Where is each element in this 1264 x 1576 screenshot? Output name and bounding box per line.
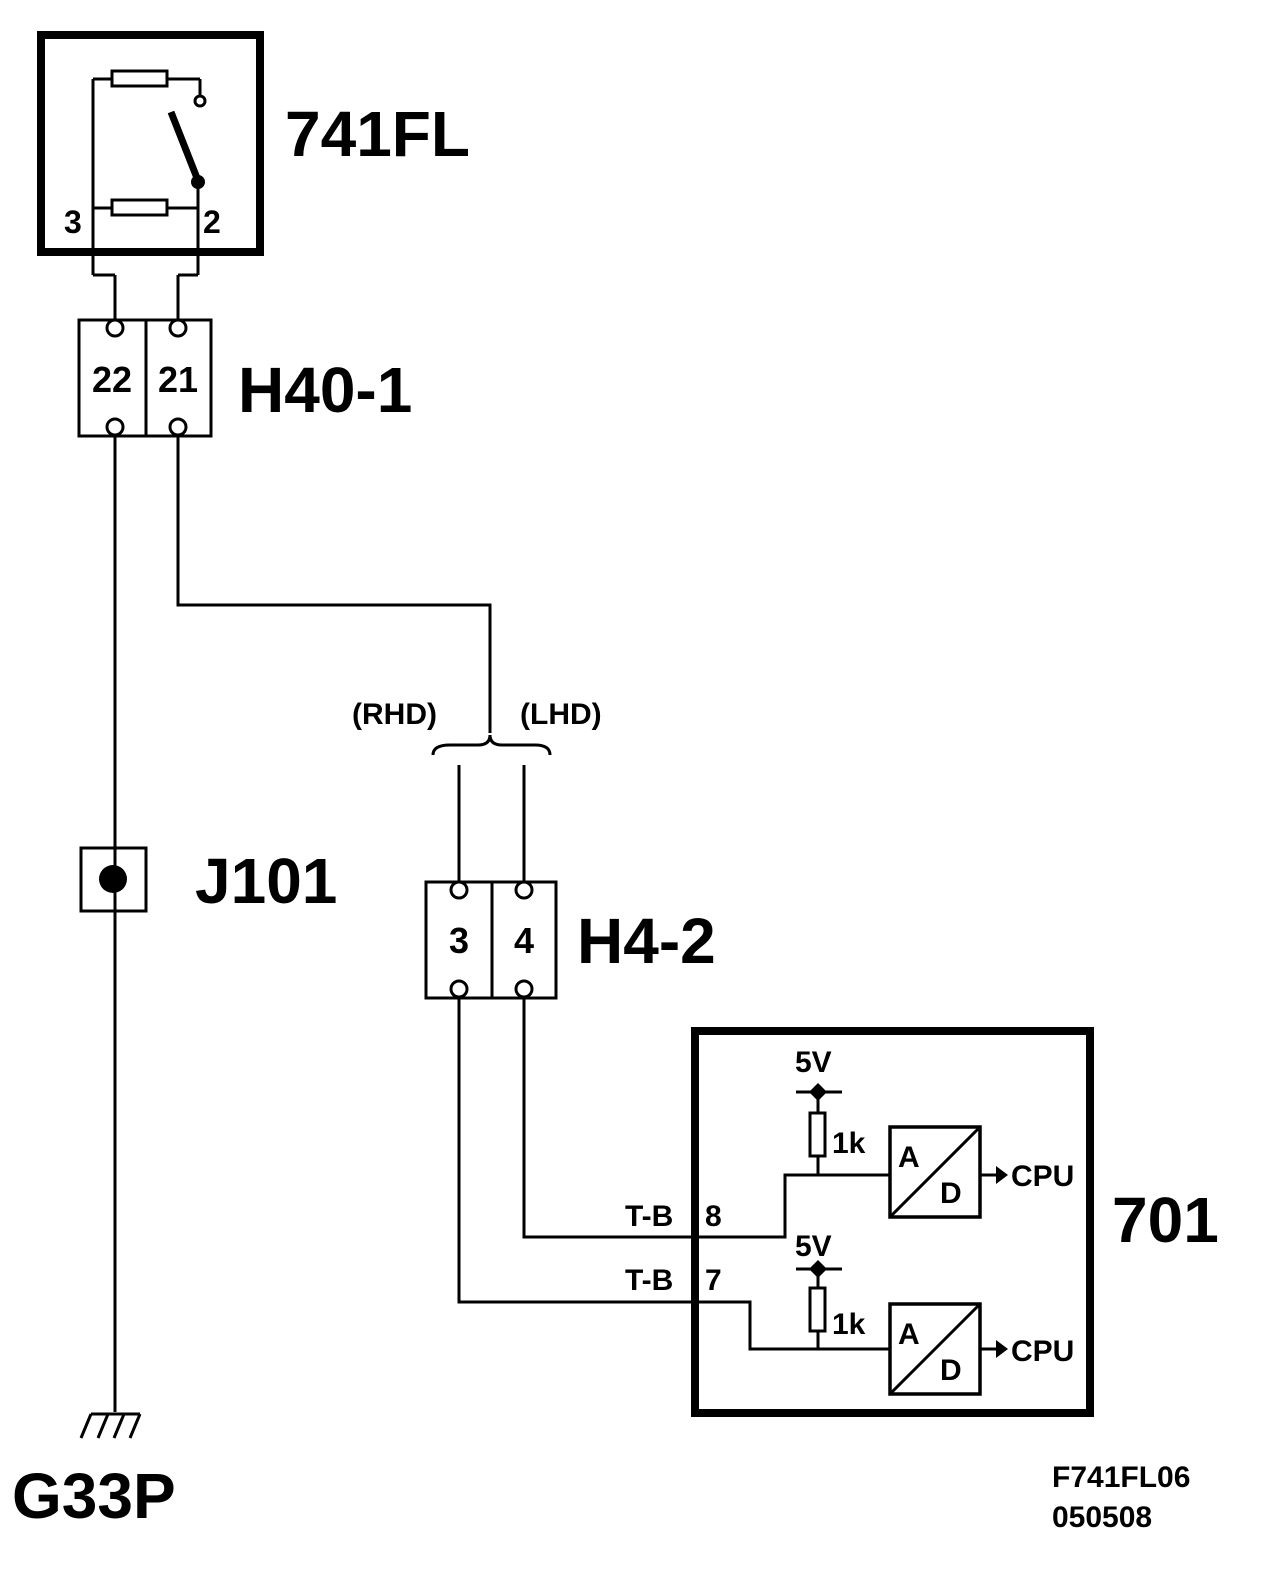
resistor-lower-label: 1k xyxy=(832,1308,866,1341)
pullup-resistor-upper xyxy=(808,1111,827,1158)
lhd-label: (LHD) xyxy=(520,698,602,731)
h4-label: H4-2 xyxy=(577,905,716,977)
h40-pin-21-top xyxy=(168,318,188,338)
h40-pin-21-label: 21 xyxy=(158,359,198,400)
h4-pin-4-cell xyxy=(490,880,558,1000)
adc-upper-out-label: D xyxy=(940,1177,962,1210)
h40-pin-22-label: 22 xyxy=(92,359,132,400)
splice-label: J101 xyxy=(195,845,337,917)
terminal-upper-label: T-B xyxy=(625,1200,673,1233)
pin-8-label: 8 xyxy=(705,1200,722,1233)
switch-pin-3-label: 3 xyxy=(64,204,82,240)
h4-pin-4-top xyxy=(514,880,534,900)
switch-to-h40-wires xyxy=(91,255,200,320)
adc-upper-in-label: A xyxy=(898,1141,920,1174)
h4-pin-4-label: 4 xyxy=(514,920,534,961)
h4-pin-4-bottom xyxy=(514,979,534,999)
lower-resistor-symbol xyxy=(110,198,169,217)
adc-upper xyxy=(888,1125,982,1219)
pullup-resistor-lower xyxy=(808,1286,827,1333)
switch-housing xyxy=(37,31,264,256)
figure-id: F741FL06 xyxy=(1052,1461,1190,1494)
figure-footer: F741FL06 050508 xyxy=(1052,1461,1190,1534)
cpu-lower-label: CPU xyxy=(1011,1335,1074,1368)
supply-upper-label: 5V xyxy=(795,1046,832,1079)
rhd-label: (RHD) xyxy=(352,698,437,731)
switch-pin-2-label: 2 xyxy=(203,204,221,240)
h4-pin-3-label: 3 xyxy=(449,920,469,961)
resistor-upper-label: 1k xyxy=(832,1127,866,1160)
h40-label: H40-1 xyxy=(238,354,412,426)
h4-to-ecu-wires xyxy=(457,997,890,1351)
ecu-701: 5V 1k A D CPU T-B 8 5V 1k A xyxy=(625,1027,1219,1417)
h40-pin-22-bottom xyxy=(105,417,125,437)
terminal-lower-label: T-B xyxy=(625,1264,673,1297)
output-arrow-lower xyxy=(996,1340,1008,1358)
ecu-channel-upper: 5V 1k A D CPU T-B 8 xyxy=(625,1046,1074,1233)
switch-label: 741FL xyxy=(285,98,470,170)
pin-7-label: 7 xyxy=(705,1264,722,1297)
switch-blade xyxy=(167,110,201,180)
connector-h40-1: 22 21 H40-1 xyxy=(77,318,412,438)
ground-label: G33P xyxy=(12,1460,176,1532)
splice-j101: J101 xyxy=(79,845,337,917)
ground-g33p: G33P xyxy=(12,1412,176,1532)
ecu-housing xyxy=(691,1027,1094,1417)
h4-pin-3-bottom xyxy=(449,979,469,999)
upper-resistor-symbol xyxy=(110,69,169,88)
splice-dot xyxy=(99,865,127,893)
switch-741fl: 3 2 741FL xyxy=(37,31,470,256)
adc-lower-out-label: D xyxy=(940,1354,962,1387)
date-code: 050508 xyxy=(1052,1501,1152,1534)
h40-pin-21-bottom xyxy=(168,417,188,437)
adc-lower-in-label: A xyxy=(898,1318,920,1351)
h4-pin-3-top xyxy=(449,880,469,900)
output-arrow-upper xyxy=(996,1166,1008,1184)
switch-internal-circuit xyxy=(91,69,207,255)
h40-pin-22-top xyxy=(105,318,125,338)
cpu-upper-label: CPU xyxy=(1011,1160,1074,1193)
ecu-channel-lower: 5V 1k A D CPU T-B 7 xyxy=(625,1230,1074,1396)
switch-contact-terminal xyxy=(193,94,207,108)
connector-h4-2: 3 4 H4-2 xyxy=(424,880,716,1000)
signal-wire xyxy=(176,435,492,733)
variant-brace: (RHD) (LHD) xyxy=(352,698,602,882)
brace-symbol xyxy=(431,734,552,756)
supply-lower-label: 5V xyxy=(795,1230,832,1263)
ecu-label: 701 xyxy=(1112,1184,1219,1256)
